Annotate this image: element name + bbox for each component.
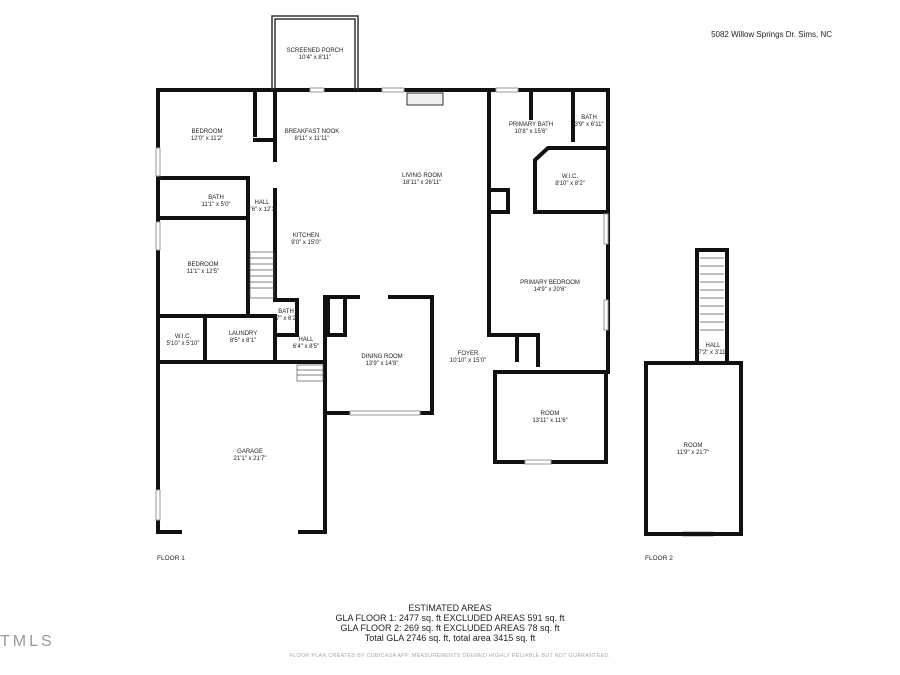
estimated-areas: ESTIMATED AREAS GLA FLOOR 1: 2477 sq. ft… — [0, 603, 900, 643]
property-address: 5082 Willow Springs Dr. Sims, NC — [711, 30, 832, 39]
fireplace-icon — [406, 92, 444, 106]
areas-title: ESTIMATED AREAS — [408, 603, 492, 613]
floor-2-label: FLOOR 2 — [645, 555, 673, 562]
floor-1-label: FLOOR 1 — [157, 555, 185, 562]
stairs-icon — [249, 251, 324, 382]
areas-total: Total GLA 2746 sq. ft, total area 3415 s… — [364, 633, 536, 643]
tmls-logo: TMLS — [0, 633, 55, 650]
room-label: W.I.C.8'10" x 8'2" — [555, 174, 585, 187]
disclaimer: FLOOR PLAN CREATED BY CUBICASA APP. MEAS… — [289, 653, 611, 659]
stairs-icon — [700, 257, 724, 331]
areas-floor-1: GLA FLOOR 1: 2477 sq. ft EXCLUDED AREAS … — [335, 613, 565, 623]
room-label: W.I.C.5'10" x 5'10" — [166, 334, 200, 347]
areas-floor-2: GLA FLOOR 2: 269 sq. ft EXCLUDED AREAS 7… — [340, 623, 560, 633]
